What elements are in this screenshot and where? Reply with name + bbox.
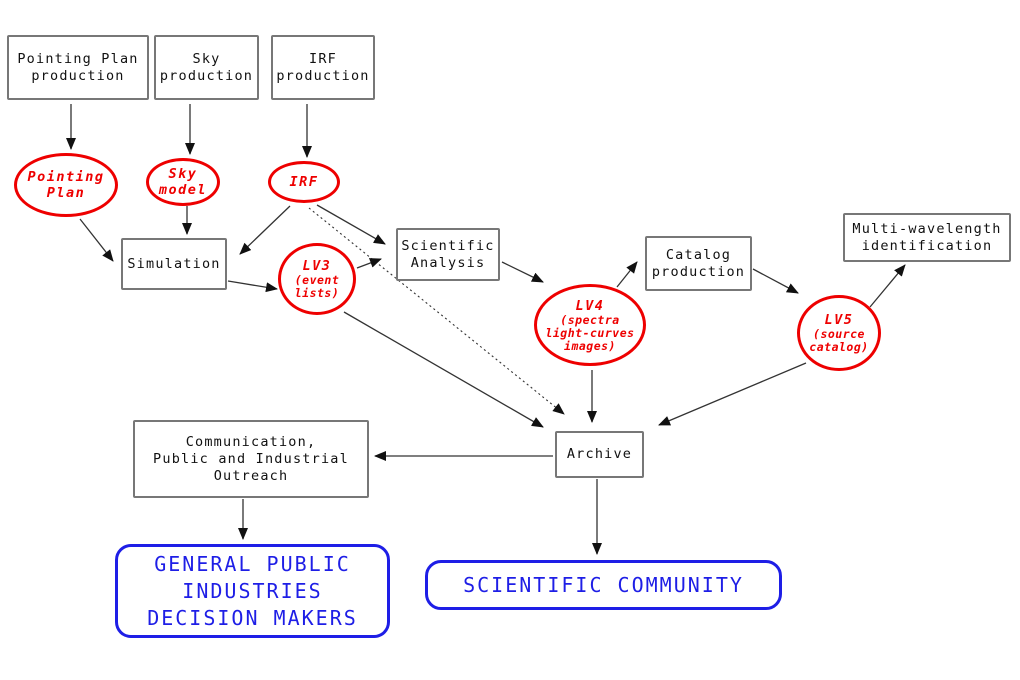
node-scientific-analysis: Scientific Analysis [396, 228, 500, 281]
edge-lv3-to-scientific-analysis [356, 258, 382, 269]
node-label-line: production [31, 67, 125, 84]
node-label-line: production [651, 263, 746, 280]
edge-lv5-to-archive [658, 362, 807, 426]
node-irf-production: IRF production [271, 35, 375, 100]
node-simulation: Simulation [121, 238, 227, 290]
node-label-line: Catalog [665, 246, 732, 263]
node-lv4: LV4 (spectra light-curves images) [534, 284, 646, 366]
node-pointing-plan-production: Pointing Plan production [7, 35, 149, 100]
node-lv3: LV3 (event lists) [278, 243, 356, 315]
node-label-line: GENERAL PUBLIC [154, 551, 351, 576]
node-label-line: INDUSTRIES [182, 578, 323, 603]
node-label-line: IRF [289, 174, 319, 190]
node-label-line: identification [861, 237, 993, 254]
node-label-line: production [159, 67, 254, 84]
edge-pointing-plan-to-simulation [79, 218, 114, 262]
node-label-line: Outreach [213, 467, 289, 484]
node-label-line: light-curves [545, 325, 635, 340]
node-catalog-production: Catalog production [645, 236, 752, 291]
node-label-line: DECISION MAKERS [147, 605, 358, 630]
node-label-line: production [276, 67, 370, 84]
node-label-line: Scientific [401, 237, 495, 254]
edge-simulation-to-lv3 [227, 280, 278, 293]
node-label-line: LV3 [302, 258, 332, 274]
node-label-line: (source [813, 327, 865, 341]
node-label-line: model [158, 182, 208, 198]
node-scientific-community: SCIENTIFIC COMMUNITY [425, 560, 782, 610]
node-label-line: (event [294, 273, 340, 287]
node-label-line: Multi-wavelength [852, 220, 1002, 237]
node-label-line: Archive [566, 446, 633, 462]
node-label-line: lists) [294, 286, 340, 300]
node-irf: IRF [268, 161, 340, 203]
node-label-line: IRF [309, 50, 337, 67]
node-label-line: LV5 [824, 312, 854, 328]
node-multi-wavelength-identification: Multi-wavelength identification [843, 213, 1011, 262]
edge-lv5-to-multi-wavelength [869, 264, 906, 308]
node-sky-model: Sky model [146, 158, 220, 206]
edge-irf-to-simulation [239, 205, 291, 255]
node-label-line: Pointing [27, 169, 105, 185]
node-communication-outreach: Communication, Public and Industrial Out… [133, 420, 369, 498]
edge-catalog-production-to-lv5 [752, 268, 799, 294]
node-label-line: Sky [192, 50, 221, 67]
node-label-line: Plan [46, 185, 86, 201]
node-label-line: Sky [168, 166, 198, 182]
node-label-line: Public and Industrial [153, 450, 349, 467]
node-label-line: Pointing Plan [17, 50, 139, 67]
edge-lv3-to-archive [343, 311, 544, 428]
node-label-line: Communication, [185, 433, 317, 450]
node-label-line: catalog) [809, 340, 869, 354]
node-lv5: LV5 (source catalog) [797, 295, 881, 371]
node-label-line: SCIENTIFIC COMMUNITY [463, 572, 744, 597]
node-label-line: images) [564, 338, 616, 353]
edge-lv4-to-catalog-production [616, 261, 638, 288]
edge-irf-to-scientific-analysis [316, 204, 386, 245]
node-label-line: Analysis [410, 254, 486, 271]
node-general-public: GENERAL PUBLIC INDUSTRIES DECISION MAKER… [115, 544, 390, 638]
edge-scientific-analysis-to-lv4 [501, 261, 544, 283]
node-label-line: Simulation [127, 255, 221, 272]
node-label-line: (spectra [560, 312, 620, 327]
node-pointing-plan: Pointing Plan [14, 153, 118, 217]
node-archive: Archive [555, 431, 644, 478]
node-label-line: LV4 [575, 297, 605, 314]
node-sky-production: Sky production [154, 35, 259, 100]
